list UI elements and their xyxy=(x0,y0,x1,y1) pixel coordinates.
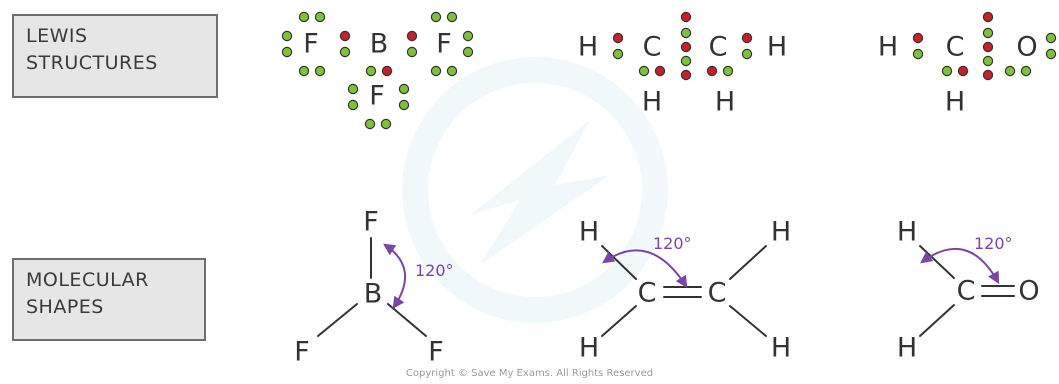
shape-methanal-bottom-hydrogen: H xyxy=(897,333,917,364)
shapes-label-line-2: SHAPES xyxy=(26,296,104,318)
shape-ethene-top-right-hydrogen: H xyxy=(771,217,791,248)
shape-methanal-carbon: C xyxy=(957,276,976,307)
shape-bf3: F B F F 120° xyxy=(294,207,453,368)
bf3-left-fluorine: F xyxy=(303,29,319,60)
bf3-right-fluorine: F xyxy=(436,29,452,60)
ethene-left-carbon: C xyxy=(643,32,662,63)
methanal-electron-dots xyxy=(912,11,1057,81)
lewis-structures-label: LEWIS STRUCTURES xyxy=(12,14,218,98)
ethene-left-hydrogen: H xyxy=(578,32,598,63)
shape-ethene-bottom-left-hydrogen: H xyxy=(579,333,599,364)
shape-bf3-left-fluorine: F xyxy=(294,337,310,368)
shape-ethene-bottom-right-hydrogen: H xyxy=(771,333,791,364)
shape-bf3-angle-arrow xyxy=(382,243,407,309)
bf3-boron: B xyxy=(370,29,389,60)
lewis-bf3: F B F F xyxy=(281,11,474,130)
molecular-shapes-label: MOLECULAR SHAPES xyxy=(12,258,206,341)
shapes-label-line-1: MOLECULAR xyxy=(26,269,149,291)
shape-methanal-oxygen: O xyxy=(1018,276,1039,307)
methanal-carbon: C xyxy=(946,32,965,63)
methanal-bottom-hydrogen: H xyxy=(945,87,965,118)
lewis-methanal: H C O H xyxy=(878,11,1057,118)
watermark-logo xyxy=(402,57,668,323)
shape-ethene-angle-label: 120° xyxy=(653,234,692,253)
shape-ethene-left-carbon: C xyxy=(638,278,657,309)
ethene-right-carbon: C xyxy=(709,32,728,63)
shape-ethene-right-carbon: C xyxy=(708,278,727,309)
shape-methanal-angle-arrow xyxy=(920,247,1000,285)
shape-bf3-angle-label: 120° xyxy=(415,261,454,280)
shape-ethene-top-left-hydrogen: H xyxy=(579,217,599,248)
shape-bf3-top-fluorine: F xyxy=(363,207,379,238)
shape-bf3-boron: B xyxy=(364,279,383,310)
copyright-notice: Copyright © Save My Exams. All Rights Re… xyxy=(405,368,654,379)
ethene-right-hydrogen: H xyxy=(767,32,787,63)
lewis-ethene: H C C H H H xyxy=(578,11,787,118)
ethene-bottom-left-hydrogen: H xyxy=(642,87,662,118)
methanal-oxygen: O xyxy=(1016,32,1037,63)
ethene-electron-dots xyxy=(612,11,753,81)
shape-methanal-top-hydrogen: H xyxy=(897,217,917,248)
shape-methanal-angle-label: 120° xyxy=(974,234,1013,253)
shape-ethene-angle-arrow xyxy=(602,249,688,289)
shape-bf3-right-fluorine: F xyxy=(428,337,444,368)
lewis-label-line-1: LEWIS xyxy=(26,25,88,47)
ethene-bottom-right-hydrogen: H xyxy=(715,87,735,118)
bf3-electron-dots xyxy=(281,11,474,130)
shape-ethene: H H C C H H 120° xyxy=(579,217,791,364)
lewis-label-line-2: STRUCTURES xyxy=(26,52,158,74)
shape-bf3-bonds xyxy=(317,237,427,337)
shape-methanal: H C O H 120° xyxy=(897,217,1040,364)
bf3-bottom-fluorine: F xyxy=(369,81,385,112)
methanal-left-hydrogen: H xyxy=(878,32,898,63)
